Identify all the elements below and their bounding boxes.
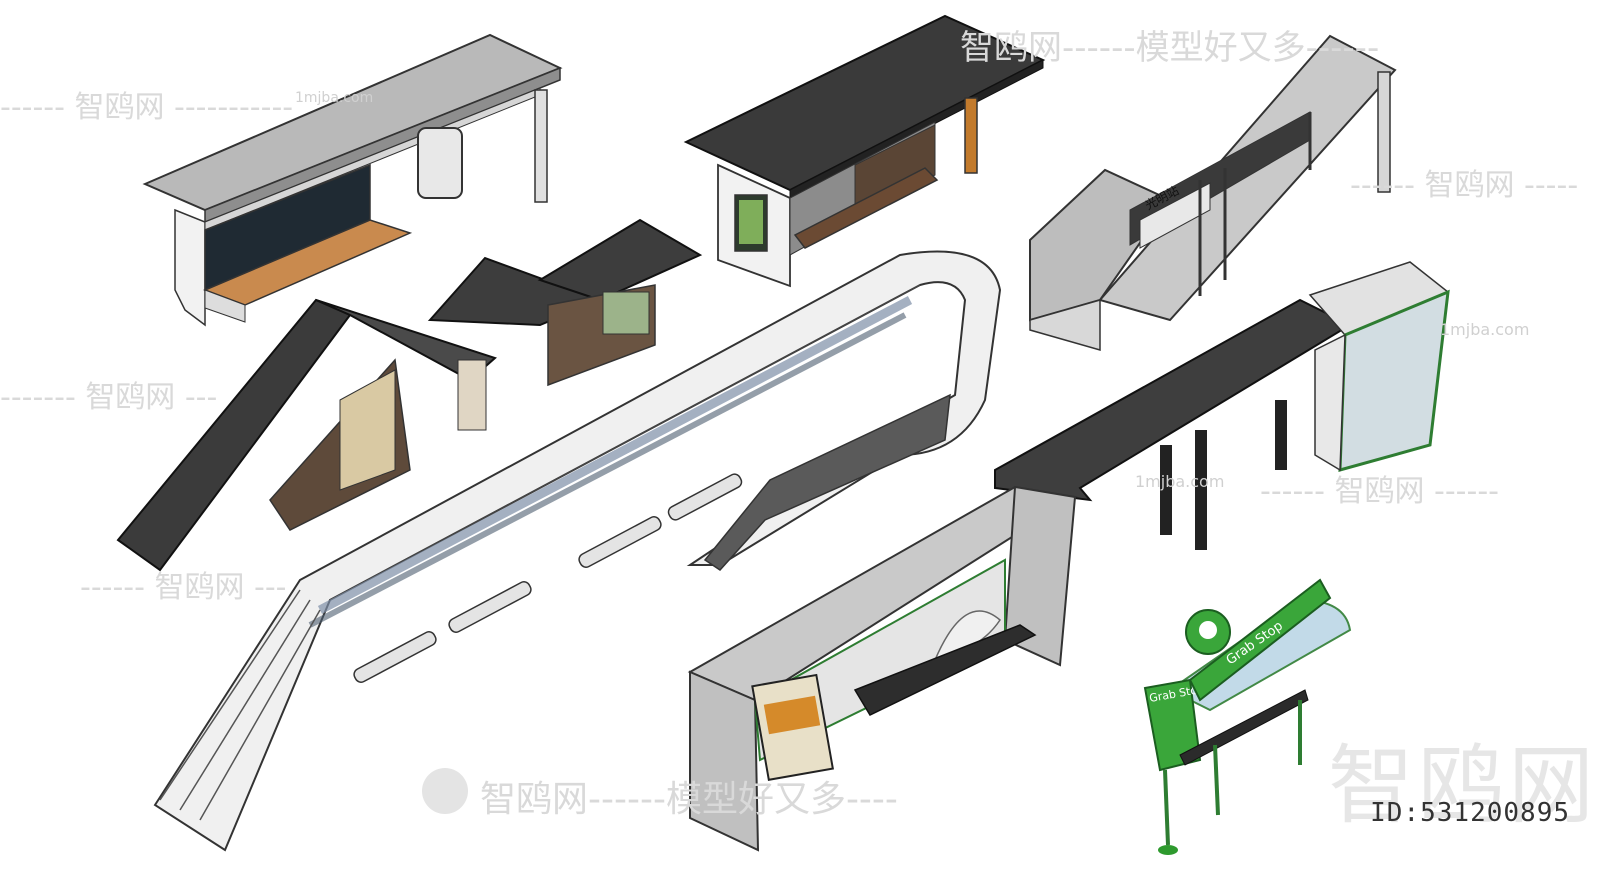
bus-shelter-streamline <box>153 250 1002 852</box>
bus-shelter-glass-box <box>994 261 1450 550</box>
bus-shelter-art-panel <box>687 485 1078 852</box>
watermark-bottom-banner: 智鸥网------模型好又多---- <box>480 779 898 820</box>
watermark-big-brand: 智鸥网 <box>1328 736 1598 836</box>
watermark-center-small: 1mjba.com <box>1135 472 1225 491</box>
grab-stop-shelter: Grab Stop Grab Stop <box>1143 578 1352 855</box>
watermark-site-small-1: 1mjba.com <box>295 90 374 106</box>
watermark-left-lower: ------ 智鸥网 --- <box>80 570 287 605</box>
bus-shelter-dark-roof <box>683 14 1046 288</box>
watermark-right-small: 1mjba.com <box>1440 320 1530 339</box>
watermark-right-lower: ------ 智鸥网 ------ <box>1260 474 1499 509</box>
bench <box>353 473 743 683</box>
bus-shelter-gray-roof <box>142 33 563 327</box>
watermark-top-banner: 智鸥网------模型好又多------ <box>960 28 1380 68</box>
model-id-label: ID:531200895 <box>1370 798 1570 828</box>
watermark-left-mid: ------- 智鸥网 --- <box>0 380 218 415</box>
bus-shelter-pitched-roof <box>116 218 703 572</box>
bus-shelter-curved-gray: 光明站 <box>1029 34 1397 351</box>
watermark-left-top: ------ 智鸥网 ----------- <box>0 90 294 125</box>
watermark-logo-icon <box>422 768 468 814</box>
watermark-right-mid: ------ 智鸥网 ----- <box>1350 168 1579 203</box>
